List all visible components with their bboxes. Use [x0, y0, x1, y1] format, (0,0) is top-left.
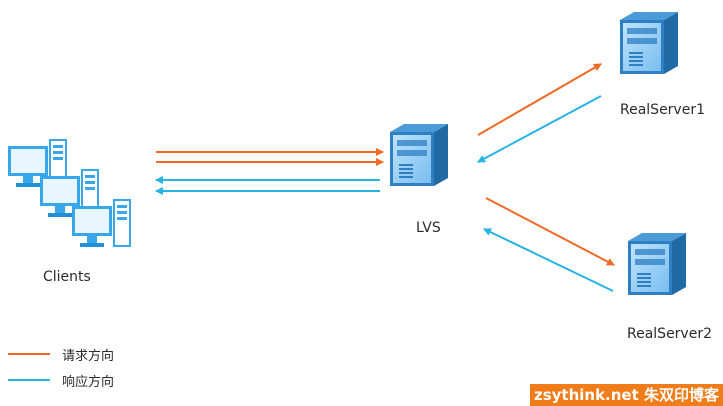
legend-request-label: 请求方向 [62, 349, 115, 364]
clients-icon [7, 139, 131, 248]
request-arrow [485, 197, 615, 266]
request-arrow [477, 63, 602, 136]
legend-response-label: 响应方向 [62, 375, 115, 390]
lvs-server-icon [390, 124, 448, 186]
clients-label: Clients [43, 269, 91, 285]
realserver1-icon [620, 12, 678, 74]
realserver2-label: RealServer2 [627, 326, 712, 342]
watermark-badge: zsythink.net 朱双印博客 [529, 384, 723, 406]
lvs-label: LVS [416, 220, 441, 236]
response-arrow [483, 228, 614, 292]
realserver2-icon [628, 233, 686, 295]
response-arrow [477, 95, 602, 163]
realserver1-label: RealServer1 [620, 102, 705, 118]
